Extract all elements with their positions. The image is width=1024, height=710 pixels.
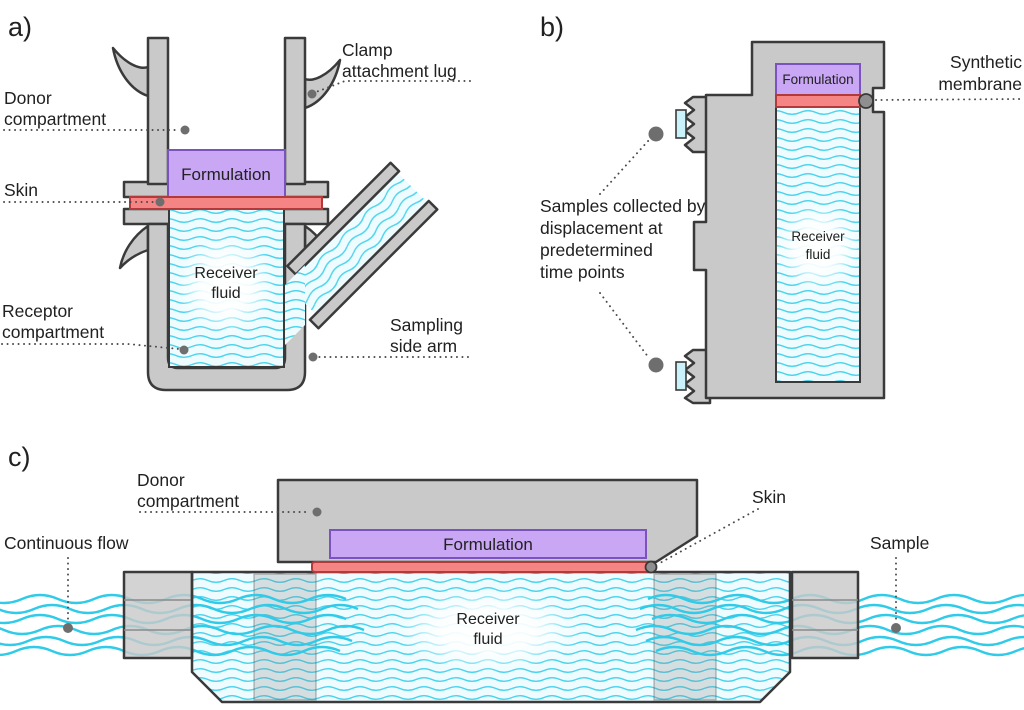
inlet-fitting — [122, 570, 194, 660]
receiver-fluid-text-a-line1: Receiver — [194, 265, 258, 282]
clamp-screw-bottom — [683, 348, 712, 405]
panel-c-letter: c) — [8, 442, 31, 472]
skin-membrane-c — [311, 561, 651, 573]
membrane-label-line1: Synthetic — [950, 52, 1022, 72]
receiver-chamber-outline — [190, 570, 792, 704]
side-arm-label-line1: Sampling — [390, 315, 463, 335]
donor-wall-left — [146, 36, 170, 186]
samples-label-line2: displacement at — [540, 218, 663, 238]
leader-dot-donor-c — [312, 507, 322, 517]
fluid-glow — [774, 203, 862, 291]
skin-membrane-a — [129, 196, 323, 210]
panel-b-displacement-cell: b) Synthetic membrane Samples collected … — [540, 12, 1022, 405]
formulation-text-a: Formulation — [181, 165, 271, 184]
clamp-lug — [111, 46, 150, 98]
receiver-fluid-text-b-line2: fluid — [806, 247, 831, 262]
donor-label-line2: compartment — [4, 109, 106, 129]
receiver-fluid-text-a-line2: fluid — [211, 285, 240, 302]
side-arm-upper-wall — [286, 161, 401, 276]
side-arm-fluid — [285, 172, 428, 315]
leader-dot-donor — [180, 125, 190, 135]
panel-b-letter: b) — [540, 12, 564, 42]
receiver-fluid-text-c-line2: fluid — [473, 631, 502, 648]
samples-label-line3: predetermined — [540, 240, 653, 260]
donor-label-c-line2: compartment — [137, 491, 239, 511]
skin-label-a: Skin — [4, 180, 38, 200]
leader-dot-sample — [891, 623, 901, 633]
fluid-glow — [176, 235, 276, 335]
samples-label-line4: time points — [540, 262, 625, 282]
leader-line-skin-c — [659, 508, 759, 564]
formulation-block-b — [775, 63, 861, 96]
sample-dot-bottom — [648, 357, 664, 373]
leader-line-clamp — [315, 80, 471, 93]
side-arm-junction-fluid — [285, 265, 305, 345]
sample-port-top — [675, 109, 687, 139]
synthetic-membrane-b — [775, 94, 861, 108]
receiver-fluid-text-c-line1: Receiver — [456, 611, 520, 628]
sample-port-bottom — [675, 361, 687, 391]
side-arm-lower-wall — [308, 199, 439, 330]
donor-label-c-line1: Donor — [137, 470, 185, 490]
membrane-label-line2: membrane — [938, 74, 1022, 94]
leader-dot-flow — [63, 623, 73, 633]
clamp-lug — [118, 224, 150, 270]
formulation-block-a — [167, 149, 286, 198]
clamp-lug-label-line2: attachment lug — [342, 61, 457, 81]
fluid-glow — [393, 588, 583, 672]
receptor-label-line2: compartment — [2, 322, 104, 342]
panel-a-letter: a) — [8, 12, 32, 42]
leader-line-membrane — [875, 98, 1021, 101]
membrane-end-cap — [858, 93, 874, 109]
donor-wall-right — [283, 36, 307, 186]
continuous-flow-label: Continuous flow — [4, 533, 129, 553]
donor-label-line1: Donor — [4, 88, 52, 108]
panel-c-flow-through-cell: c) Donor compartment Skin Continuous flo… — [0, 442, 1024, 704]
clamp-lug-label-line1: Clamp — [342, 40, 393, 60]
formulation-text-c: Formulation — [443, 535, 533, 554]
panel-a-franz-cell: a) Clamp attachment lug Donor compartmen… — [1, 12, 471, 392]
samples-label-line1: Samples collected by — [540, 196, 706, 216]
leader-dot-clamp — [307, 89, 317, 99]
side-arm-label-line2: side arm — [390, 336, 457, 356]
receiver-fluid-text-b-line1: Receiver — [791, 229, 845, 244]
skin-end-cap — [644, 560, 658, 574]
receptor-label-line1: Receptor — [2, 301, 73, 321]
leader-dot-receptor — [179, 345, 189, 355]
clamp-screw-top — [683, 95, 712, 154]
sample-dot-top — [648, 126, 664, 142]
leader-dot-side-arm — [308, 352, 318, 362]
leader-dot-skin — [155, 197, 165, 207]
skin-label-c: Skin — [752, 487, 786, 507]
sampling-side-arm — [285, 161, 439, 330]
clamp-lug — [303, 58, 342, 110]
leader-line-samples-bottom — [599, 292, 650, 359]
formulation-block-c — [329, 529, 647, 559]
outlet-fitting — [790, 570, 860, 660]
leader-line-receptor — [1, 343, 180, 350]
leader-line-samples-top — [599, 139, 650, 195]
sample-label: Sample — [870, 533, 929, 553]
formulation-text-b: Formulation — [782, 72, 853, 87]
